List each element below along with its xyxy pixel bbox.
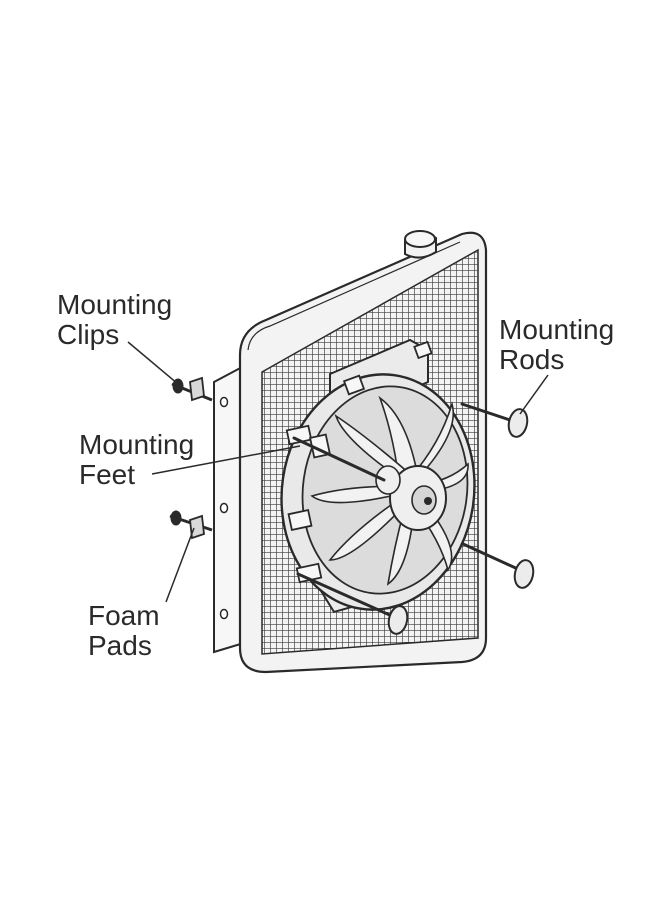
label-mounting-rods-line2: Rods (499, 344, 565, 375)
label-foam-pads-line1: Foam (88, 600, 160, 631)
label-mounting-clips-line2: Clips (57, 319, 120, 350)
label-mounting-clips: Mounting Clips (57, 290, 172, 350)
label-mounting-rods: Mounting Rods (499, 315, 614, 375)
leader-foam (165, 527, 195, 603)
label-foam-pads: Foam Pads (88, 601, 160, 661)
leader-lines (127, 341, 549, 603)
leader-rods (519, 374, 549, 415)
label-mounting-feet: Mounting Feet (79, 430, 194, 490)
label-mounting-feet-line2: Feet (79, 459, 136, 490)
label-mounting-feet-line1: Mounting (79, 429, 195, 460)
label-mounting-clips-line1: Mounting (57, 289, 173, 320)
mounting-feet (285, 340, 433, 584)
mounting-rods-front (292, 436, 394, 618)
label-foam-pads-line2: Pads (88, 630, 152, 661)
rod-end-caps (387, 408, 535, 635)
fan-hub (375, 465, 447, 531)
foam-pads (189, 376, 205, 540)
leader-clips (127, 341, 179, 385)
label-mounting-rods-line1: Mounting (499, 314, 615, 345)
leader-feet (151, 445, 301, 475)
filler-cap (404, 230, 437, 259)
